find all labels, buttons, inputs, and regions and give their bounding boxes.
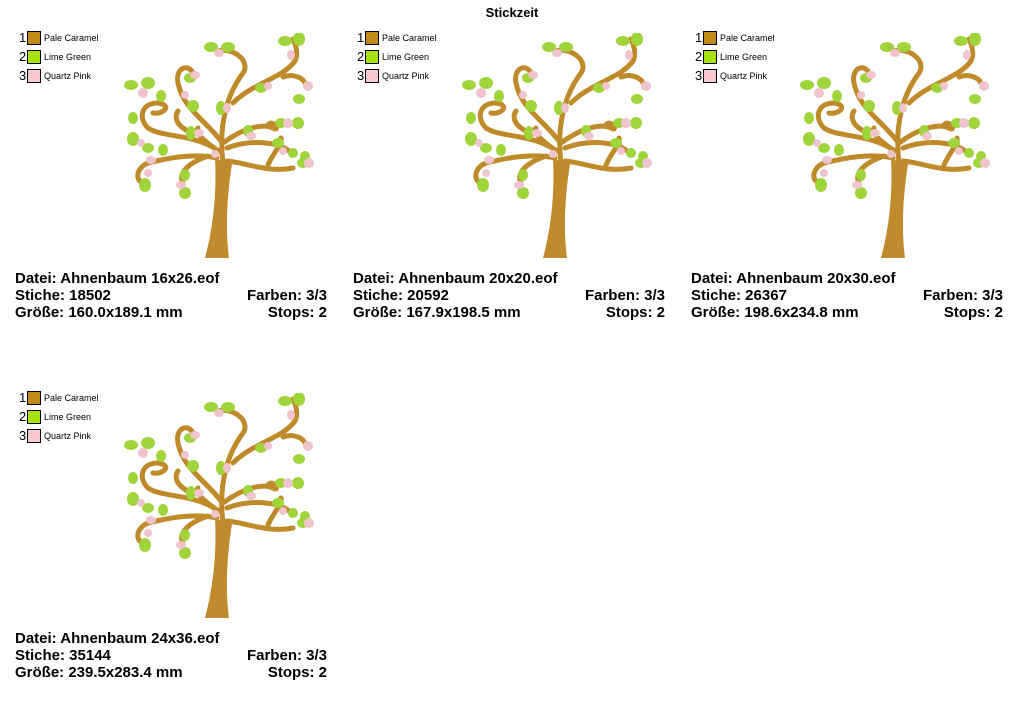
color-name: Quartz Pink	[44, 70, 92, 81]
color-number: 2	[19, 409, 27, 424]
color-swatch	[365, 49, 379, 64]
design-card: 1 Pale Caramel 2 Lime Green 3 Quartz Pink D…	[15, 385, 327, 695]
design-info: Datei: Ahnenbaum 20x30.eof Stiche: 26367…	[691, 270, 1003, 321]
color-swatch	[27, 428, 41, 443]
page-title: Stickzeit	[485, 5, 539, 20]
color-name: Pale Caramel	[44, 392, 99, 403]
color-name: Lime Green	[382, 51, 430, 62]
color-swatch	[703, 49, 717, 64]
color-name: Lime Green	[44, 51, 92, 62]
design-size: Größe: 239.5x283.4 mm	[15, 664, 183, 681]
file-name: Datei: Ahnenbaum 20x30.eof	[691, 270, 896, 287]
color-legend: 1 Pale Caramel 2 Lime Green 3 Quartz Pink	[19, 388, 99, 445]
color-legend: 1 Pale Caramel 2 Lime Green 3 Quartz Pink	[695, 28, 775, 85]
color-swatch	[365, 30, 379, 45]
legend-item: 2 Lime Green	[357, 47, 437, 66]
tree-embroidery-preview	[461, 33, 661, 261]
color-swatch	[27, 30, 41, 45]
color-name: Quartz Pink	[382, 70, 430, 81]
color-number: 2	[19, 49, 27, 64]
design-info: Datei: Ahnenbaum 24x36.eof Stiche: 35144…	[15, 630, 327, 681]
color-swatch	[703, 68, 717, 83]
color-name: Pale Caramel	[44, 32, 99, 43]
color-number: 1	[19, 390, 27, 405]
stitch-count: Stiche: 35144	[15, 647, 111, 664]
design-size: Größe: 160.0x189.1 mm	[15, 304, 183, 321]
design-size: Größe: 167.9x198.5 mm	[353, 304, 521, 321]
color-number: 2	[357, 49, 365, 64]
legend-item: 3 Quartz Pink	[19, 66, 99, 85]
color-swatch	[27, 68, 41, 83]
color-number: 1	[695, 30, 703, 45]
color-count: Farben: 3/3	[922, 287, 1003, 304]
file-name: Datei: Ahnenbaum 24x36.eof	[15, 630, 220, 647]
design-card: 1 Pale Caramel 2 Lime Green 3 Quartz Pink D…	[353, 25, 665, 335]
color-swatch	[27, 49, 41, 64]
legend-item: 2 Lime Green	[695, 47, 775, 66]
legend-item: 1 Pale Caramel	[19, 388, 99, 407]
stop-count: Stops: 2	[267, 664, 327, 681]
legend-item: 1 Pale Caramel	[357, 28, 437, 47]
color-number: 1	[357, 30, 365, 45]
design-info: Datei: Ahnenbaum 16x26.eof Stiche: 18502…	[15, 270, 327, 321]
file-name: Datei: Ahnenbaum 16x26.eof	[15, 270, 220, 287]
tree-embroidery-preview	[799, 33, 999, 261]
stitch-count: Stiche: 18502	[15, 287, 111, 304]
color-name: Pale Caramel	[720, 32, 775, 43]
stop-count: Stops: 2	[943, 304, 1003, 321]
color-legend: 1 Pale Caramel 2 Lime Green 3 Quartz Pink	[357, 28, 437, 85]
color-swatch	[27, 409, 41, 424]
design-size: Größe: 198.6x234.8 mm	[691, 304, 859, 321]
file-name: Datei: Ahnenbaum 20x20.eof	[353, 270, 558, 287]
stitch-count: Stiche: 26367	[691, 287, 787, 304]
legend-item: 3 Quartz Pink	[695, 66, 775, 85]
color-name: Quartz Pink	[720, 70, 768, 81]
stop-count: Stops: 2	[267, 304, 327, 321]
legend-item: 3 Quartz Pink	[19, 426, 99, 445]
stop-count: Stops: 2	[605, 304, 665, 321]
color-number: 3	[357, 68, 365, 83]
color-swatch	[365, 68, 379, 83]
color-number: 3	[19, 428, 27, 443]
color-number: 2	[695, 49, 703, 64]
legend-item: 1 Pale Caramel	[19, 28, 99, 47]
legend-item: 2 Lime Green	[19, 47, 99, 66]
color-name: Lime Green	[44, 411, 92, 422]
color-swatch	[703, 30, 717, 45]
legend-item: 2 Lime Green	[19, 407, 99, 426]
design-info: Datei: Ahnenbaum 20x20.eof Stiche: 20592…	[353, 270, 665, 321]
color-count: Farben: 3/3	[246, 647, 327, 664]
legend-item: 3 Quartz Pink	[357, 66, 437, 85]
tree-embroidery-preview	[123, 393, 323, 621]
color-name: Pale Caramel	[382, 32, 437, 43]
color-swatch	[27, 390, 41, 405]
color-number: 1	[19, 30, 27, 45]
tree-embroidery-preview	[123, 33, 323, 261]
design-card: 1 Pale Caramel 2 Lime Green 3 Quartz Pink D…	[15, 25, 327, 335]
color-count: Farben: 3/3	[584, 287, 665, 304]
color-name: Lime Green	[720, 51, 768, 62]
color-number: 3	[695, 68, 703, 83]
color-legend: 1 Pale Caramel 2 Lime Green 3 Quartz Pink	[19, 28, 99, 85]
stitch-count: Stiche: 20592	[353, 287, 449, 304]
color-number: 3	[19, 68, 27, 83]
color-count: Farben: 3/3	[246, 287, 327, 304]
legend-item: 1 Pale Caramel	[695, 28, 775, 47]
color-name: Quartz Pink	[44, 430, 92, 441]
design-card: 1 Pale Caramel 2 Lime Green 3 Quartz Pink D…	[691, 25, 1003, 335]
